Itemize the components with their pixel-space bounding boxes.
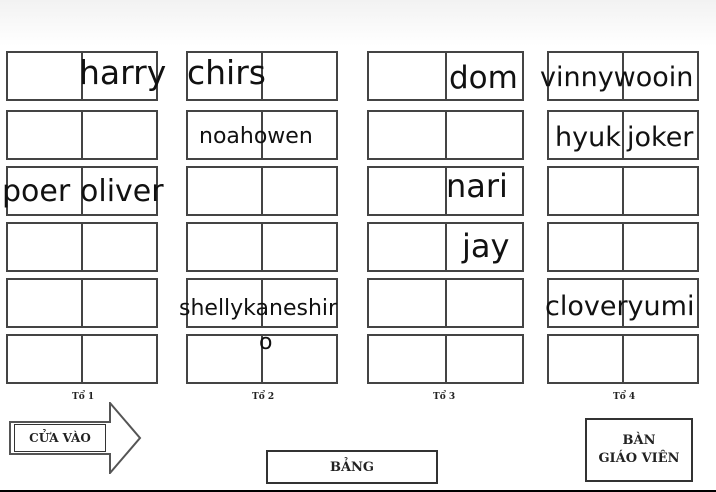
seat — [81, 53, 156, 99]
desk-c4-r4 — [547, 222, 699, 272]
seat — [261, 224, 336, 270]
seat — [261, 168, 336, 214]
seat — [81, 336, 156, 382]
desk-c3-r4 — [367, 222, 524, 272]
seat — [8, 53, 81, 99]
desk-c4-r1 — [547, 51, 699, 101]
desk-c1-r6 — [6, 334, 158, 384]
seat — [622, 53, 697, 99]
seat — [8, 280, 81, 326]
student-name-shellykaneshiro-line2: o — [259, 330, 273, 355]
desk-c2-r5 — [186, 278, 338, 328]
seat — [444, 168, 523, 214]
student-name-chirs: chirs — [187, 53, 266, 92]
seat — [81, 280, 156, 326]
teacher-desk-label-line1: BÀN — [622, 433, 656, 449]
seat — [369, 224, 445, 270]
blackboard: BẢNG — [266, 450, 438, 484]
seat — [444, 280, 523, 326]
seat — [549, 224, 622, 270]
student-name-dom: dom — [449, 60, 518, 96]
seat — [369, 280, 445, 326]
seat — [261, 53, 336, 99]
desk-c4-r6 — [547, 334, 699, 384]
seat — [369, 336, 445, 382]
seat — [369, 168, 445, 214]
student-name-noahowen: noahowen — [199, 124, 313, 149]
student-name-hyuk: hyuk — [555, 122, 621, 153]
seat — [622, 336, 697, 382]
seat — [444, 336, 523, 382]
desk-c1-r1 — [6, 51, 158, 101]
seat — [188, 336, 261, 382]
seat — [261, 112, 336, 158]
desk-c3-r5 — [367, 278, 524, 328]
desk-c2-r2 — [186, 110, 338, 160]
desk-c3-r3 — [367, 166, 524, 216]
desk-c2-r3 — [186, 166, 338, 216]
seat — [8, 224, 81, 270]
seat — [444, 53, 523, 99]
teacher-desk: BÀN GIÁO VIÊN — [585, 418, 693, 482]
desk-c2-r1 — [186, 51, 338, 101]
desk-c4-r5 — [547, 278, 699, 328]
desk-c1-r3 — [6, 166, 158, 216]
seat — [81, 168, 156, 214]
desk-c4-r2 — [547, 110, 699, 160]
blackboard-label: BẢNG — [329, 459, 375, 475]
desk-c1-r5 — [6, 278, 158, 328]
seat — [188, 224, 261, 270]
seat — [622, 112, 697, 158]
seat — [444, 112, 523, 158]
door-label-text: CỬA VÀO — [29, 431, 91, 445]
teacher-desk-label-line2: GIÁO VIÊN — [598, 451, 680, 466]
group-label-1: Tổ 1 — [72, 392, 95, 402]
seat — [81, 112, 156, 158]
desk-c3-r6 — [367, 334, 524, 384]
desk-c4-r3 — [547, 166, 699, 216]
group-label-2: Tổ 2 — [252, 392, 275, 402]
student-name-vinnywooin: vinnywooin — [540, 62, 694, 93]
seat — [549, 336, 622, 382]
group-label-4: Tổ 4 — [613, 392, 636, 402]
desk-c2-r4 — [186, 222, 338, 272]
desk-c3-r1 — [367, 51, 524, 101]
seat — [622, 168, 697, 214]
student-name-nari: nari — [446, 167, 508, 205]
seat — [622, 224, 697, 270]
seat — [261, 336, 336, 382]
seat — [369, 53, 445, 99]
door-label: CỬA VÀO — [14, 424, 106, 452]
seat — [81, 224, 156, 270]
seat — [549, 168, 622, 214]
seat — [8, 112, 81, 158]
seat — [188, 168, 261, 214]
door-entrance: CỬA VÀO — [8, 400, 142, 476]
student-name-jay: jay — [462, 227, 510, 265]
seat — [261, 280, 336, 326]
student-name-joker: joker — [627, 122, 694, 153]
seat — [444, 224, 523, 270]
student-name-cloveryumi: cloveryumi — [545, 291, 695, 322]
desk-c3-r2 — [367, 110, 524, 160]
seat — [8, 336, 81, 382]
top-shade — [0, 0, 716, 46]
desk-c1-r4 — [6, 222, 158, 272]
group-label-3: Tổ 3 — [433, 392, 456, 402]
desk-c2-r6 — [186, 334, 338, 384]
student-name-shellykaneshiro-line1: shellykaneshir — [179, 296, 338, 321]
seat — [622, 280, 697, 326]
desk-c1-r2 — [6, 110, 158, 160]
student-name-oliver: oliver — [80, 174, 164, 209]
student-name-poer: poer — [2, 174, 71, 209]
seat — [369, 112, 445, 158]
student-name-harry: harry — [79, 53, 167, 92]
